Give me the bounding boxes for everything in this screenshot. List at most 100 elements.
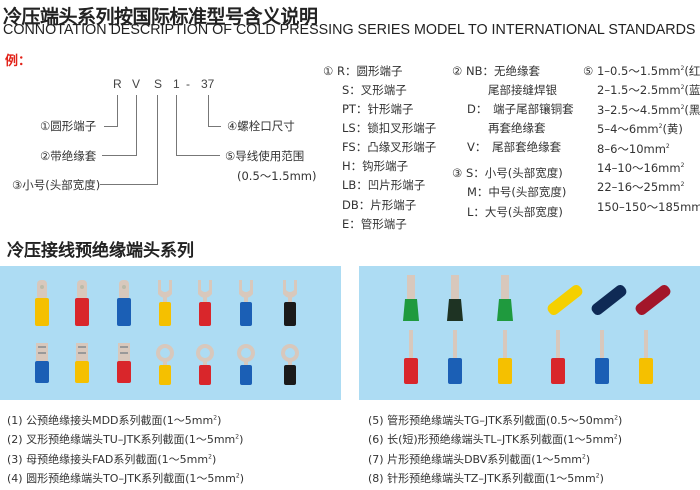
legend-item: LS：锁扣叉形端子 [342,121,437,135]
text-span: ) [618,414,623,427]
annotation-1: ①圆形端子 [40,119,97,133]
pin-terminal-image [595,330,609,384]
product-caption: (8) 针形预绝缘端头TZ–JTK系列截面(1～5mm2) [368,470,604,486]
text-span: (3) 母预绝缘接头FAD系列截面(1～5mm [7,452,209,466]
code-dash: - [186,77,190,91]
text-span: 2 [213,414,218,422]
ferrule-terminal-image [403,275,419,321]
connector-line [117,95,118,127]
code-v: V [132,77,141,91]
butt-terminal-image [635,284,671,316]
text-span: 2 [680,181,685,189]
product-caption: (4) 圆形预绝缘端头TO–JTK系列截面(1～5mm2) [7,470,244,486]
annotation-5: ⑤导线使用范围 [225,149,305,163]
legend-item: 8–6～10mm2 [597,141,670,157]
legend-item: ① R：圆形端子 [323,64,403,78]
text-span: 2 [614,414,619,422]
male-terminal-image [117,280,131,326]
butt-terminal-image [591,284,627,316]
text-span: 5–4～6mm [597,122,659,137]
code-1: 1 [173,77,180,91]
legend-item: 14–10～16mm2 [597,160,684,176]
product-caption: (5) 管形预绝缘端头TG–JTK系列截面(0.5～50mm2) [368,412,622,428]
fork-terminal-image [283,280,297,326]
ferrule-terminal-image [497,275,513,321]
text-span: 8–6～10mm [597,141,666,156]
text-span: 2–1.5～2.5mm [597,83,681,98]
text-span: (蓝) [684,83,700,98]
connector-line [176,155,220,156]
text-span: 14–10～16mm [597,161,681,175]
legend-item: DB：片形端子 [342,198,417,212]
butt-terminal-image [547,284,583,316]
text-span: (黄) [662,122,683,137]
legend-item: ② NB：无绝缘套 [452,64,540,78]
legend-item: 3–2.5～4.5mm2(黑) [597,102,700,118]
product-caption: (2) 叉形预绝缘端头TU–JTK系列截面(1～5mm2) [7,431,243,447]
text-span: (黑) [684,102,700,117]
text-span: (1) 公预绝缘接头MDD系列截面(1～5mm [7,414,214,427]
product-caption: (7) 片形预绝缘端头DBV系列截面(1～5mm2) [368,451,590,467]
text-span: 2 [595,472,600,480]
text-span: ) [239,471,244,485]
legend-item: 22–16～25mm2 [597,179,684,195]
page-title: 冷压端头系列按国际标准型号含义说明 [3,6,318,28]
text-span: (红) [684,64,700,78]
ring-terminal-image [156,344,174,385]
legend-item: ⑤ 1–0.5～1.5mm2(红) [583,63,700,79]
connector-line [176,95,177,156]
pin-terminal-image [448,330,462,384]
connector-line [157,95,158,185]
ferrule-terminal-image [447,275,463,321]
fork-terminal-image [198,280,212,326]
text-span: ) [617,433,623,447]
text-span: ⑤ 1–0.5～1.5mm [583,64,681,78]
text-span: ) [585,452,591,466]
connector-line [208,126,221,127]
legend-item: ③ S：小号(头部宽度) [452,166,563,180]
annotation-4: ④螺栓口尺寸 [227,119,295,133]
text-span: 2 [235,433,240,441]
legend-item: V： 尾部套绝缘套 [467,140,562,154]
legend-item: M：中号(头部宽度) [467,185,567,199]
page-subtitle: CONNOTATION DESCRIPTION OF COLD PRESSING… [3,22,696,38]
product-caption: (3) 母预绝缘接头FAD系列截面(1～5mm2) [7,451,216,467]
annotation-2: ②带绝缘套 [40,149,97,163]
text-span: 2 [680,65,685,73]
text-span: 2 [613,433,618,441]
fork-terminal-image [158,280,172,326]
text-span: ) [599,471,604,485]
product-caption: (6) 长(短)形预绝缘端头TL–JTK系列截面(1～5mm2) [368,431,622,447]
legend-item: FS：凸缘叉形端子 [342,140,437,154]
text-span: (2) 叉形预绝缘端头TU–JTK系列截面(1～5mm [7,433,236,447]
legend-item: 2–1.5～2.5mm2(蓝) [597,82,700,98]
text-span: (4) 圆形预绝缘端头TO–JTK系列截面(1～5mm [7,471,236,485]
text-span: (6) 长(短)形预绝缘端头TL–JTK系列截面(1～5mm [368,433,614,447]
pin-terminal-image [498,330,512,384]
text-span: 150–150～185mm [597,199,700,214]
female-terminal-image [35,343,49,383]
text-span: (7) 片形预绝缘端头DBV系列截面(1～5mm [368,452,582,466]
text-span: 2 [582,452,586,460]
legend-item: 5–4～6mm2(黄) [597,121,683,137]
pin-terminal-image [404,330,418,384]
pin-terminal-image [551,330,565,384]
text-span: 2 [665,142,670,150]
code-37: 37 [201,77,215,91]
text-span: 2 [680,84,685,92]
legend-item: S：叉形端子 [342,83,407,97]
female-terminal-image [75,343,89,383]
section-title: 冷压接线预绝缘端头系列 [7,241,194,261]
legend-item: D： 端子尾部镶铜套 [467,102,574,116]
legend-item: L：大号(头部宽度) [467,205,563,219]
text-span: 2 [208,452,212,460]
legend-item: 再套绝缘套 [488,121,546,135]
legend-item: 150–150～185mm2 [597,199,700,215]
text-span: 3–2.5～4.5mm [597,102,681,117]
connector-line [100,184,158,185]
female-terminal-image [117,343,131,383]
annotation-3: ③小号(头部宽度) [12,178,101,192]
text-span: 2 [658,123,663,131]
legend-item: PT：针形端子 [342,102,414,116]
product-caption: (1) 公预绝缘接头MDD系列截面(1～5mm2) [7,412,221,428]
